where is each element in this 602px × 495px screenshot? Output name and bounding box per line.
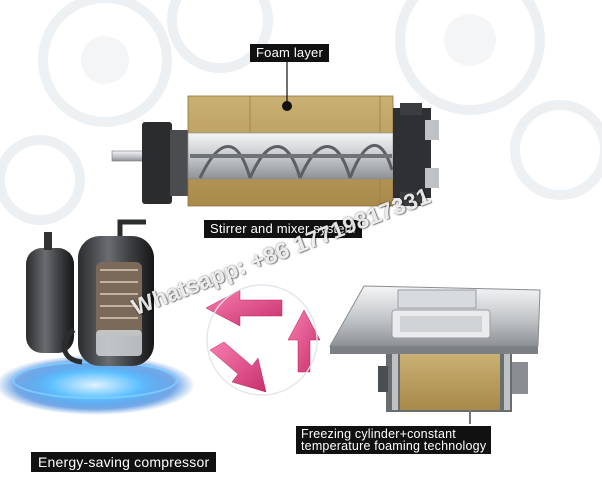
stirrer-mixer-label: Stirrer and mixer system	[204, 220, 362, 238]
freezing-cylinder-unit	[329, 285, 541, 424]
foam-layer-label: Foam layer	[250, 44, 330, 62]
stirrer-assembly	[111, 60, 439, 207]
compressor-illustration	[0, 219, 195, 415]
freezing-cylinder-label: Freezing cylinder+constant temperature f…	[296, 426, 492, 454]
compressor-label: Energy-saving compressor	[31, 452, 217, 472]
